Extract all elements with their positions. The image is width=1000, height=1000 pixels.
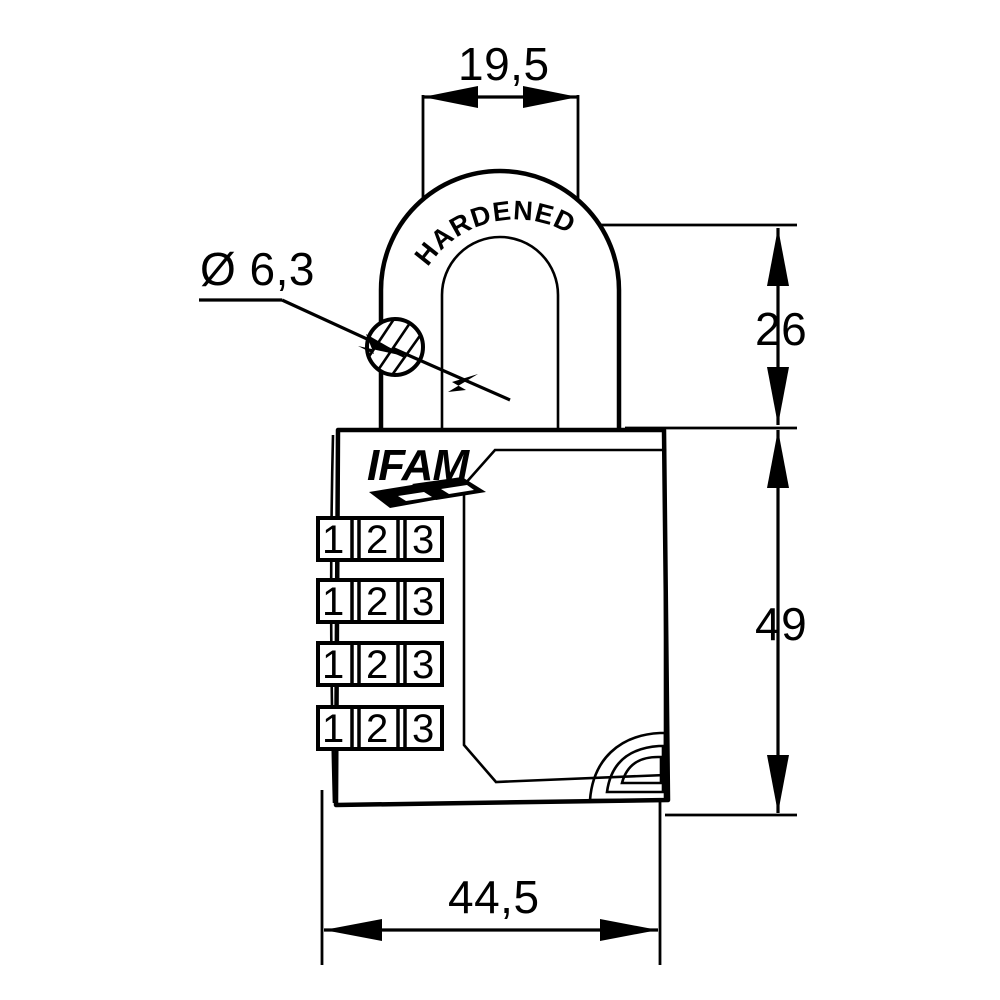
dim-label-shackle-clearance: 26 [755, 303, 807, 355]
dim-label-shackle-diameter: Ø 6,3 [200, 243, 315, 295]
dim-26 [767, 228, 789, 425]
dim-49 [767, 430, 789, 813]
dim-arrow-26-bottom [767, 367, 789, 425]
brand-emblem [369, 477, 486, 508]
dim-arrow-49-bottom [767, 755, 789, 813]
dial-row-1[interactable]: 1 2 3 [316, 516, 444, 562]
dim-arrow-44-5-left [324, 919, 382, 941]
dial-row-4-frame[interactable] [316, 705, 444, 751]
diameter-leader [199, 298, 511, 402]
dim-arrow-49-top [767, 430, 789, 488]
dial-row-4[interactable]: 1 2 3 [316, 705, 444, 751]
dial-row-2-digit-3: 3 [412, 580, 434, 624]
dial-row-3[interactable]: 1 2 3 [316, 641, 444, 687]
eye-outer [588, 731, 667, 802]
shackle-outer-profile [378, 168, 622, 432]
eye-middle [605, 744, 665, 794]
dial-row-1-digit-2: 2 [366, 518, 388, 562]
leader-line-right [391, 346, 511, 402]
ifam-logo: IFAM [367, 441, 486, 508]
shackle [378, 168, 622, 432]
dim-arrow-19-5-right [523, 86, 578, 108]
dial-row-1-digit-1: 1 [322, 518, 344, 562]
dial-row-3-frame[interactable] [316, 641, 444, 687]
dial-row-2-frame[interactable] [316, 578, 444, 624]
dim-19-5 [423, 86, 578, 108]
dim-label-body-height: 49 [755, 598, 807, 650]
dim-arrow-26-top [767, 228, 789, 286]
dim-arrow-19-5-left [423, 86, 478, 108]
dial-row-4-digit-3: 3 [412, 707, 434, 751]
emblem-cut-right [441, 485, 474, 494]
dim-arrow-44-5-right [600, 919, 658, 941]
dial-row-2-digit-1: 1 [322, 580, 344, 624]
dial-row-2[interactable]: 1 2 3 [316, 578, 444, 624]
dial-row-4-digit-1: 1 [322, 707, 344, 751]
leader-arrow-left [358, 334, 404, 356]
dial-row-1-digit-3: 3 [412, 518, 434, 562]
dim-44-5 [324, 919, 658, 941]
emblem-cut-left [398, 492, 432, 501]
dial-row-3-digit-2: 2 [366, 643, 388, 687]
dial-row-4-digit-2: 2 [366, 707, 388, 751]
dial-row-1-frame[interactable] [316, 516, 444, 562]
dial-row-2-digit-2: 2 [366, 580, 388, 624]
dial-row-3-digit-3: 3 [412, 643, 434, 687]
dim-label-body-width: 44,5 [448, 871, 540, 923]
shackle-inner-bore [440, 235, 560, 432]
dim-label-shackle-width: 19,5 [458, 38, 550, 90]
leader-arrow-right [448, 374, 478, 392]
dial-row-3-digit-1: 1 [322, 643, 344, 687]
eye-inner [620, 755, 663, 785]
combination-dials[interactable]: 1 2 3 1 2 3 1 [316, 516, 444, 751]
